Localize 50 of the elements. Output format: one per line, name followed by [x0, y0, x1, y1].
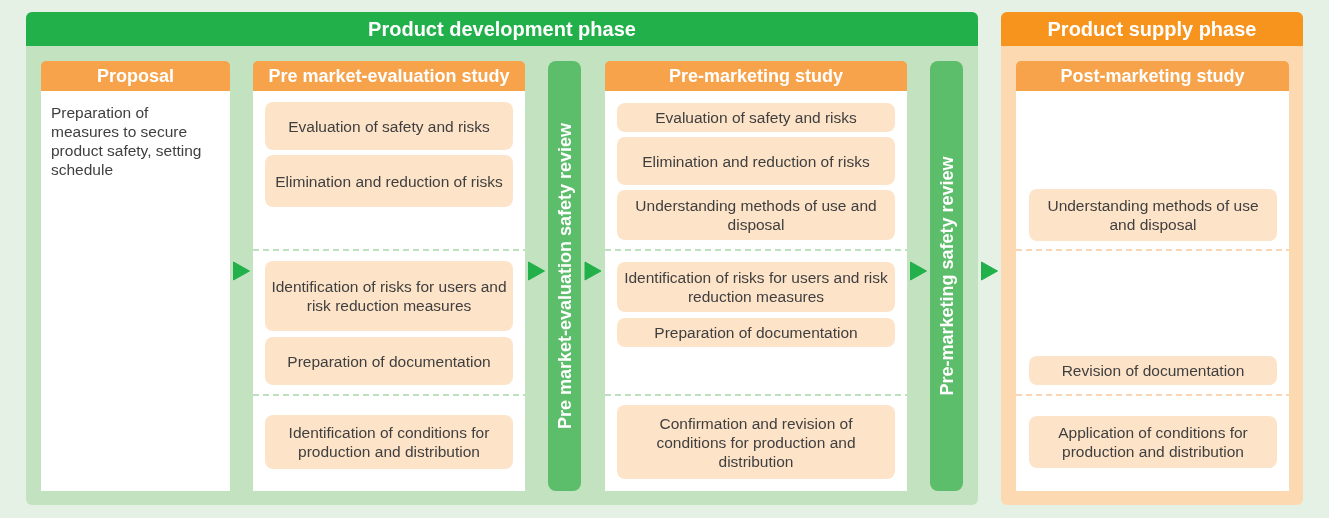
task-box — [617, 190, 895, 240]
task-box — [265, 415, 513, 469]
arrow — [233, 261, 250, 281]
study-column — [41, 61, 230, 491]
task-text: Preparation of documentation — [653, 323, 859, 342]
task-box — [617, 318, 895, 347]
task-text: Identification of risks for users and risk reduction measures — [270, 277, 508, 315]
task-box — [265, 261, 513, 331]
review-label: Pre-marketing safety review — [936, 156, 957, 396]
task-text: Identification of risks for users and risk reduction measures — [623, 268, 889, 306]
task-box — [617, 137, 895, 185]
arrow — [910, 261, 927, 281]
task-text: Application of conditions for production and distribution — [1057, 423, 1249, 461]
task-box — [617, 262, 895, 312]
phase-panel — [26, 12, 978, 505]
phase-header: Product development phase — [26, 12, 978, 46]
column-header: Post-marketing study — [1016, 61, 1289, 91]
task-text: Evaluation of safety and risks — [654, 108, 858, 127]
task-text: Understanding methods of use and disposal — [634, 196, 878, 234]
review-bar — [930, 61, 963, 491]
task-text: Understanding methods of use and disposal — [1046, 196, 1260, 234]
task-box — [265, 337, 513, 385]
task-box — [1029, 356, 1277, 385]
task-box — [265, 102, 513, 150]
task-text: Confirmation and revision of conditions for production and distribution — [655, 413, 857, 471]
task-box — [1029, 416, 1277, 468]
task-text: Elimination and reduction of risks — [274, 171, 504, 191]
phase-header: Product supply phase — [1001, 12, 1303, 46]
arrow — [528, 261, 545, 281]
column-header: Pre-marketing study — [605, 61, 907, 91]
arrow — [981, 261, 998, 281]
column-header: Pre market-evaluation study — [253, 61, 525, 91]
task-text: Preparation of documentation — [286, 351, 492, 371]
task-text: Identification of conditions for production and distribution — [287, 423, 491, 461]
task-box — [1029, 189, 1277, 241]
task-box — [617, 103, 895, 132]
column-header: Proposal — [41, 61, 230, 91]
phase-panel — [1001, 12, 1303, 505]
arrow — [584, 261, 602, 281]
task-text: Elimination and reduction of risks — [641, 151, 871, 171]
study-column — [253, 61, 525, 491]
task-box — [617, 405, 895, 479]
review-label: Pre market-evaluation safety review — [554, 122, 575, 430]
task-text: Evaluation of safety and risks — [287, 116, 491, 136]
task-box — [265, 155, 513, 207]
review-bar — [548, 61, 581, 491]
study-column — [605, 61, 907, 491]
study-column — [1016, 61, 1289, 491]
description-text: Preparation of measures to secure product safety, setting schedule — [51, 103, 203, 179]
task-text: Revision of documentation — [1060, 361, 1246, 380]
